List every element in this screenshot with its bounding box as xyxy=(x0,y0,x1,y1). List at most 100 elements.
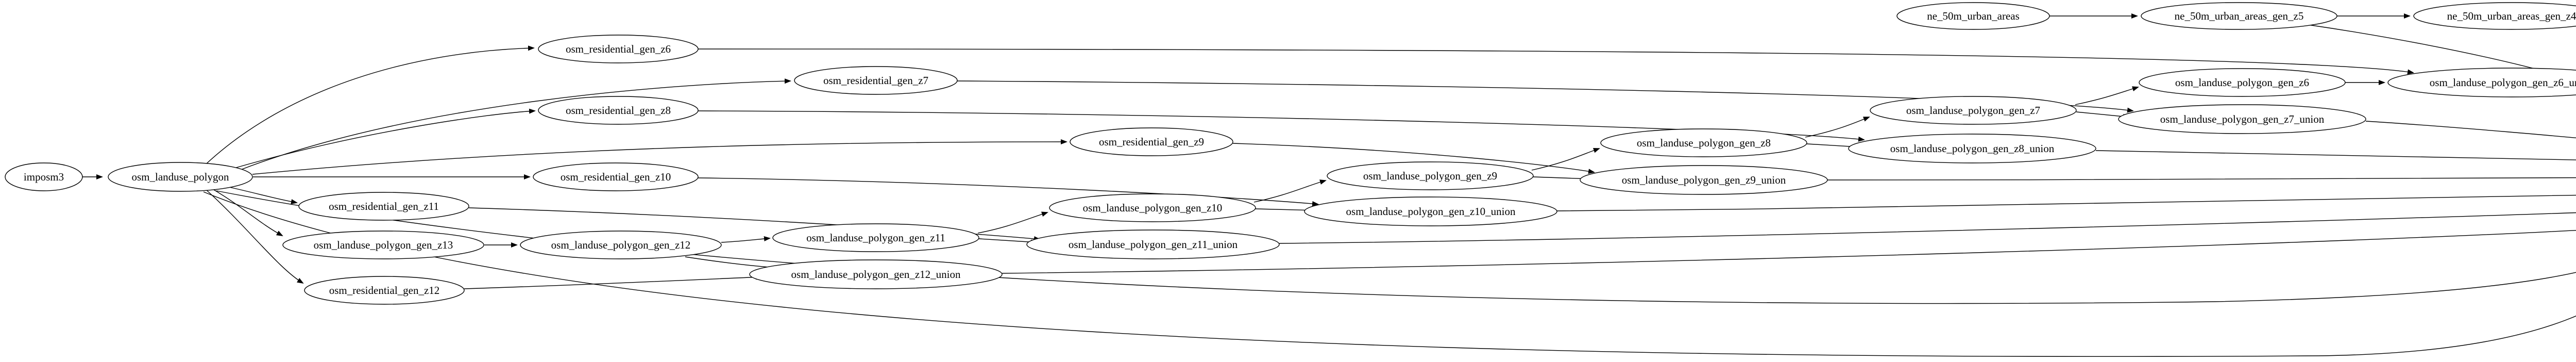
node-osm_residential_gen_z8: osm_residential_gen_z8 xyxy=(538,96,699,125)
osm_landuse_polygon_gen_z8-ellipse xyxy=(1600,128,1807,157)
node-osm_landuse_polygon_gen_z11_union: osm_landuse_polygon_gen_z11_union xyxy=(1026,229,1280,259)
osm_landuse_polygon_gen_z6_union-ellipse xyxy=(2387,68,2576,97)
osm_landuse_polygon_gen_z6-label: osm_landuse_polygon_gen_z6 xyxy=(2175,76,2309,89)
osm_residential_gen_z6-label: osm_residential_gen_z6 xyxy=(566,43,671,55)
edge-osm_residential_gen_z6-to-osm_landuse_polygon_gen_z6_union xyxy=(698,48,2414,75)
osm_landuse_polygon_gen_z7-ellipse xyxy=(1870,96,2077,125)
osm_landuse_polygon_gen_z11_union-ellipse xyxy=(1026,229,1280,259)
ne_50m_urban_areas_gen_z5-ellipse xyxy=(2141,2,2337,30)
osm_residential_gen_z10-label: osm_residential_gen_z10 xyxy=(561,171,671,183)
edge-osm_landuse_polygon_gen_z10_union-to-layer_landuse-z10 xyxy=(1556,195,2576,211)
osm_landuse_polygon_gen_z6-ellipse xyxy=(2139,68,2346,97)
node-osm_landuse_polygon_gen_z7_union: osm_landuse_polygon_gen_z7_union xyxy=(2118,104,2366,134)
node-osm_landuse_polygon_gen_z11: osm_landuse_polygon_gen_z11 xyxy=(772,223,979,252)
osm_landuse_polygon_gen_z8-label: osm_landuse_polygon_gen_z8 xyxy=(1637,137,1771,149)
osm_landuse_polygon_gen_z9_union-label: osm_landuse_polygon_gen_z9_union xyxy=(1622,174,1786,186)
osm_landuse_polygon_gen_z9-ellipse xyxy=(1327,161,1534,190)
osm_landuse_polygon_gen_z11-ellipse xyxy=(772,223,979,252)
node-ne_50m_urban_areas: ne_50m_urban_areas xyxy=(1896,2,2050,30)
edge-osm_landuse_polygon-to-layer_landuse-z14+ xyxy=(203,191,2576,357)
node-ne_50m_urban_areas_gen_z5: ne_50m_urban_areas_gen_z5 xyxy=(2141,2,2337,30)
edge-osm_landuse_polygon_gen_z11_union-to-layer_landuse-z11 xyxy=(1279,212,2576,244)
osm_residential_gen_z6-ellipse xyxy=(538,35,699,63)
edge-osm_landuse_polygon-to-osm_residential_gen_z6 xyxy=(206,45,535,164)
osm_landuse_polygon_gen_z11-label: osm_landuse_polygon_gen_z11 xyxy=(806,232,945,244)
osm_landuse_polygon_gen_z13-ellipse xyxy=(282,231,484,259)
ne_50m_urban_areas-ellipse xyxy=(1896,2,2050,30)
edge-osm_landuse_polygon_gen_z9-to-osm_landuse_polygon_gen_z8 xyxy=(1531,147,1600,171)
edge-osm_landuse_polygon_gen_z9_union-to-layer_landuse-z9 xyxy=(1827,177,2576,180)
osm_landuse_polygon_gen_z9_union-ellipse xyxy=(1580,165,1828,195)
edge-osm_landuse_polygon-to-osm_residential_gen_z12 xyxy=(206,189,304,284)
node-osm_residential_gen_z7: osm_residential_gen_z7 xyxy=(794,66,958,95)
node-osm_landuse_polygon_gen_z6: osm_landuse_polygon_gen_z6 xyxy=(2139,68,2346,97)
osm_landuse_polygon_gen_z12-ellipse xyxy=(520,231,722,259)
node-osm_landuse_polygon: osm_landuse_polygon xyxy=(108,162,253,192)
node-osm_landuse_polygon_gen_z7: osm_landuse_polygon_gen_z7 xyxy=(1870,96,2077,125)
osm_landuse_polygon_gen_z10_union-ellipse xyxy=(1304,196,1557,226)
node-osm_landuse_polygon_gen_z8_union: osm_landuse_polygon_gen_z8_union xyxy=(1848,134,2096,163)
osm_residential_gen_z8-ellipse xyxy=(538,96,699,125)
osm_residential_gen_z7-ellipse xyxy=(794,66,958,95)
osm_landuse_polygon_gen_z9-label: osm_landuse_polygon_gen_z9 xyxy=(1363,170,1497,182)
edge-osm_residential_gen_z12-to-osm_landuse_polygon_gen_z12_union xyxy=(464,274,762,289)
osm_residential_gen_z8-label: osm_residential_gen_z8 xyxy=(566,104,671,117)
osm_landuse_polygon_gen_z10_union-label: osm_landuse_polygon_gen_z10_union xyxy=(1346,205,1516,218)
edge-osm_residential_gen_z9-to-osm_landuse_polygon_gen_z9_union xyxy=(1232,143,1595,174)
edge-osm_landuse_polygon_gen_z12-to-osm_landuse_polygon_gen_z11 xyxy=(721,236,771,243)
osm_residential_gen_z11-label: osm_residential_gen_z11 xyxy=(329,200,439,212)
node-osm_landuse_polygon_gen_z12_union: osm_landuse_polygon_gen_z12_union xyxy=(749,259,1003,289)
edge-osm_landuse_polygon_gen_z11-to-osm_landuse_polygon_gen_z11_union xyxy=(978,238,1038,245)
node-osm_residential_gen_z10: osm_residential_gen_z10 xyxy=(533,162,699,191)
imposm3-ellipse xyxy=(5,162,83,191)
edge-osm_landuse_polygon-to-osm_landuse_polygon_gen_z13 xyxy=(211,188,283,236)
osm_landuse_polygon_gen_z11_union-label: osm_landuse_polygon_gen_z11_union xyxy=(1069,238,1238,251)
node-osm_landuse_polygon_gen_z9_union: osm_landuse_polygon_gen_z9_union xyxy=(1580,165,1828,195)
osm_landuse_polygon_gen_z8_union-label: osm_landuse_polygon_gen_z8_union xyxy=(1890,142,2055,155)
node-osm_residential_gen_z6: osm_residential_gen_z6 xyxy=(538,35,699,63)
osm_landuse_polygon_gen_z13-label: osm_landuse_polygon_gen_z13 xyxy=(314,239,453,251)
node-osm_landuse_polygon_gen_z10_union: osm_landuse_polygon_gen_z10_union xyxy=(1304,196,1557,226)
node-osm_residential_gen_z11: osm_residential_gen_z11 xyxy=(298,192,469,221)
node-ne_50m_urban_areas_gen_z4: ne_50m_urban_areas_gen_z4 xyxy=(2413,2,2576,30)
osm_landuse_polygon_gen_z10-ellipse xyxy=(1049,193,1256,222)
osm_landuse_polygon_gen_z12_union-ellipse xyxy=(749,259,1003,289)
edge-ne_50m_urban_areas_gen_z5-to-layer_landuse-z5 xyxy=(2308,24,2576,80)
ne_50m_urban_areas_gen_z4-label: ne_50m_urban_areas_gen_z4 xyxy=(2447,10,2576,22)
osm_landuse_polygon_gen_z8_union-ellipse xyxy=(1848,134,2096,163)
osm_residential_gen_z9-label: osm_residential_gen_z9 xyxy=(1099,136,1204,148)
edge-osm_landuse_polygon_gen_z12_union-to-layer_landuse-z12 xyxy=(1002,229,2576,274)
osm_landuse_polygon_gen_z7_union-ellipse xyxy=(2118,104,2366,134)
edge-osm_landuse_polygon-to-osm_residential_gen_z8 xyxy=(234,108,536,169)
nodes-layer: imposm3 osm_landuse_polygon osm_residentia… xyxy=(5,2,2576,305)
edge-osm_landuse_polygon-to-osm_residential_gen_z7 xyxy=(239,78,791,171)
edge-osm_landuse_polygon_gen_z7-to-osm_landuse_polygon_gen_z6 xyxy=(2075,86,2139,105)
edge-osm_landuse_polygon_gen_z11-to-osm_landuse_polygon_gen_z10 xyxy=(977,211,1048,234)
node-imposm3: imposm3 xyxy=(5,162,83,191)
node-osm_residential_gen_z12: osm_residential_gen_z12 xyxy=(304,276,465,305)
osm_residential_gen_z7-label: osm_residential_gen_z7 xyxy=(823,74,928,87)
edge-osm_landuse_polygon_gen_z8-to-osm_landuse_polygon_gen_z7 xyxy=(1805,117,1870,138)
osm_landuse_polygon_gen_z12-label: osm_landuse_polygon_gen_z12 xyxy=(551,239,691,251)
osm_residential_gen_z12-label: osm_residential_gen_z12 xyxy=(329,284,440,297)
edge-osm_landuse_polygon_gen_z8_union-to-layer_landuse-z8 xyxy=(2095,150,2576,161)
ne_50m_urban_areas_gen_z5-label: ne_50m_urban_areas_gen_z5 xyxy=(2175,10,2304,22)
edge-osm_residential_gen_z11-to-osm_landuse_polygon_gen_z11_union xyxy=(468,207,1041,242)
edges-layer xyxy=(82,13,2576,357)
edge-osm_landuse_polygon-to-osm_residential_gen_z11 xyxy=(222,185,298,204)
ne_50m_urban_areas-label: ne_50m_urban_areas xyxy=(1927,10,2020,22)
node-osm_landuse_polygon_gen_z8: osm_landuse_polygon_gen_z8 xyxy=(1600,128,1807,157)
node-osm_landuse_polygon_gen_z12: osm_landuse_polygon_gen_z12 xyxy=(520,231,722,259)
osm_residential_gen_z12-ellipse xyxy=(304,276,465,305)
node-osm_landuse_polygon_gen_z9: osm_landuse_polygon_gen_z9 xyxy=(1327,161,1534,190)
edge-osm_residential_gen_z10-to-osm_landuse_polygon_gen_z10_union xyxy=(698,177,1319,207)
osm_residential_gen_z9-ellipse xyxy=(1070,127,1233,156)
edge-osm_landuse_polygon_gen_z7-to-osm_landuse_polygon_gen_z7_union xyxy=(2076,111,2130,119)
edge-osm_landuse_polygon_gen_z7_union-to-layer_landuse-z7 xyxy=(2365,121,2576,139)
osm_landuse_polygon_gen_z12_union-label: osm_landuse_polygon_gen_z12_union xyxy=(791,268,961,281)
imposm3-label: imposm3 xyxy=(24,171,64,183)
osm_residential_gen_z11-ellipse xyxy=(298,192,469,221)
osm_landuse_polygon-label: osm_landuse_polygon xyxy=(132,171,229,183)
osm_landuse_polygon_gen_z6_union-label: osm_landuse_polygon_gen_z6_union xyxy=(2430,76,2576,89)
